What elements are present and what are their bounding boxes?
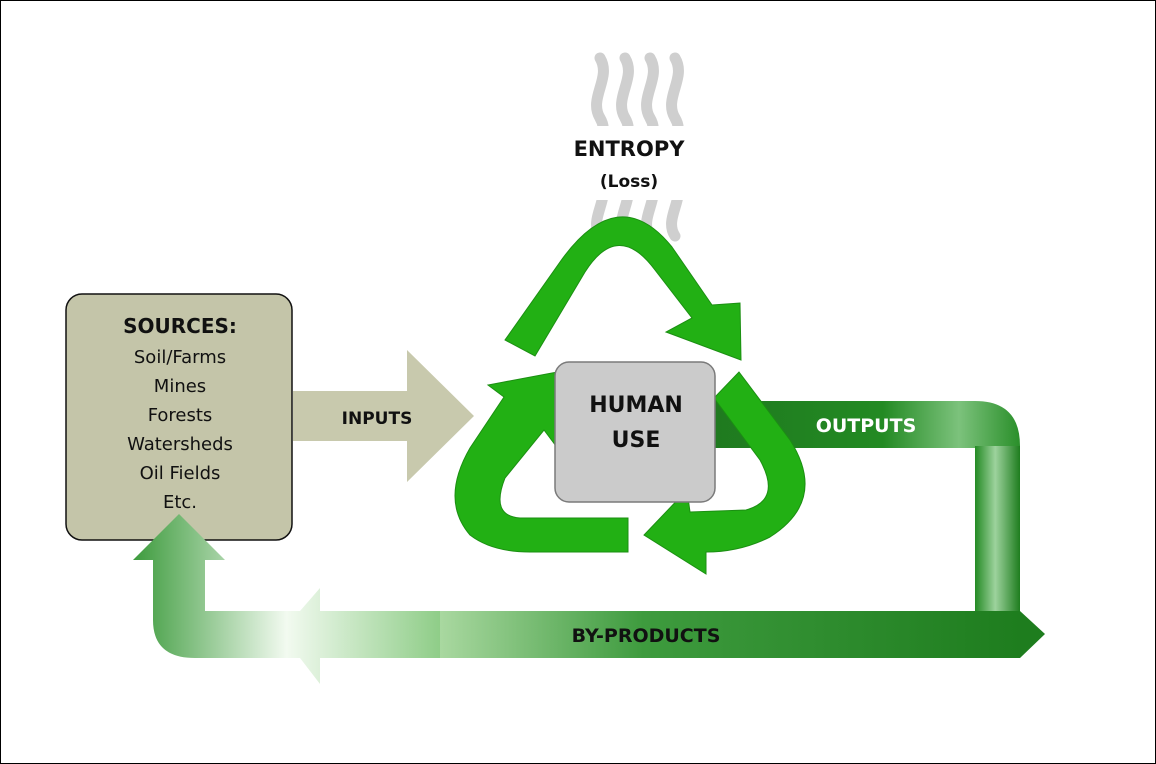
sources-item: Forests [148,405,213,426]
recycle-arrow-left [454,369,629,553]
human-use-box [554,361,716,503]
human-use-line1: HUMAN [589,393,683,418]
entropy-label-bg [550,126,710,200]
byproducts-label: BY-PRODUCTS [572,625,721,647]
inputs-label: INPUTS [342,409,413,429]
inputs-arrow [293,350,474,482]
recycle-arrow-right [643,371,806,575]
sources-item: Oil Fields [140,463,221,484]
sources-item: Mines [154,376,206,397]
outputs-pipe-down [975,446,1020,611]
entropy-title: ENTROPY [574,137,686,161]
recycle-arrows [454,216,806,575]
recycle-arrow-top [504,216,742,361]
return-arrow-to-sources [133,514,440,684]
sources-title: SOURCES: [123,314,237,338]
sources-item: Soil/Farms [134,347,226,368]
sources-item: Watersheds [127,434,233,455]
sources-item: Etc. [163,492,197,513]
human-use-line2: USE [612,428,661,453]
byproducts-band [440,611,1020,658]
byproducts-arrow-tip [1020,611,1045,658]
entropy-subtitle: (Loss) [600,172,658,192]
outputs-label: OUTPUTS [816,415,917,437]
